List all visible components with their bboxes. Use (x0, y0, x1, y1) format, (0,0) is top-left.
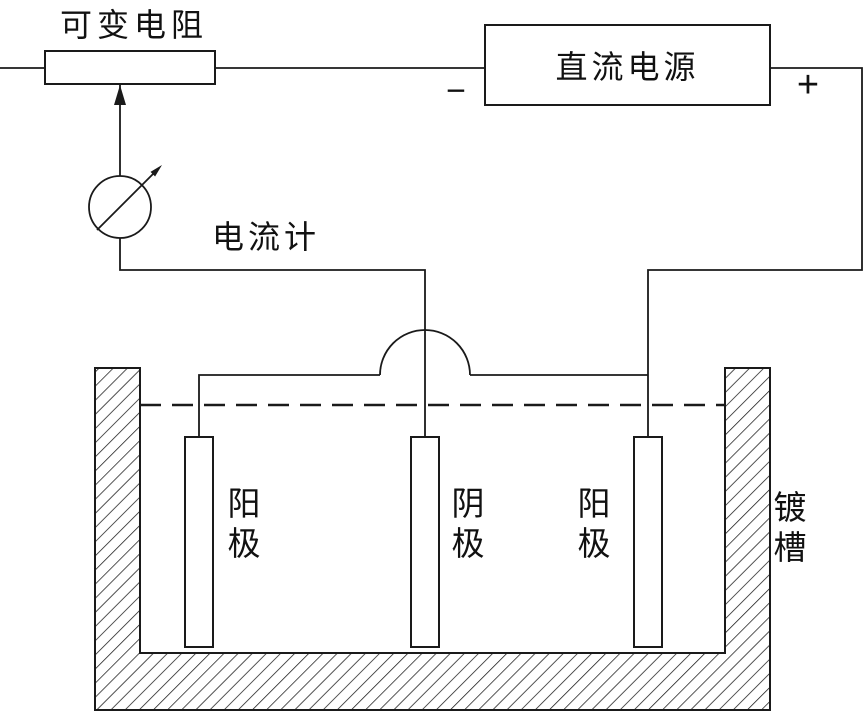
dc-power-supply-label: 直流电源 (555, 49, 700, 85)
electrode-cathode (410, 436, 440, 648)
ammeter-label: 电流计 (212, 219, 321, 255)
wire-ammeter-to-cathode (119, 238, 426, 437)
electrode-anode-right (633, 436, 663, 648)
wire-power-to-right-anode (647, 67, 863, 437)
anode-left-label: 阳极 (227, 485, 261, 563)
variable-resistor-label: 可变电阻 (60, 7, 209, 43)
plating-tank-label: 镀槽 (773, 489, 807, 567)
wire-crossover-arc (379, 329, 471, 376)
variable-resistor-box (44, 50, 216, 85)
dc-power-supply-box (484, 24, 771, 106)
anode-right-label: 阳极 (577, 485, 611, 563)
wire-anode-bus-left (198, 374, 380, 437)
cathode-label: 阴极 (451, 485, 485, 563)
plating-tank-walls (94, 367, 771, 711)
positive-terminal-label: + (796, 64, 820, 106)
negative-terminal-label: − (446, 72, 466, 110)
electrode-anode-left (184, 436, 214, 648)
ammeter-needle-icon (96, 172, 155, 231)
ammeter-needle-arrowhead-icon (150, 165, 162, 177)
current-direction-arrow-icon (114, 85, 126, 105)
